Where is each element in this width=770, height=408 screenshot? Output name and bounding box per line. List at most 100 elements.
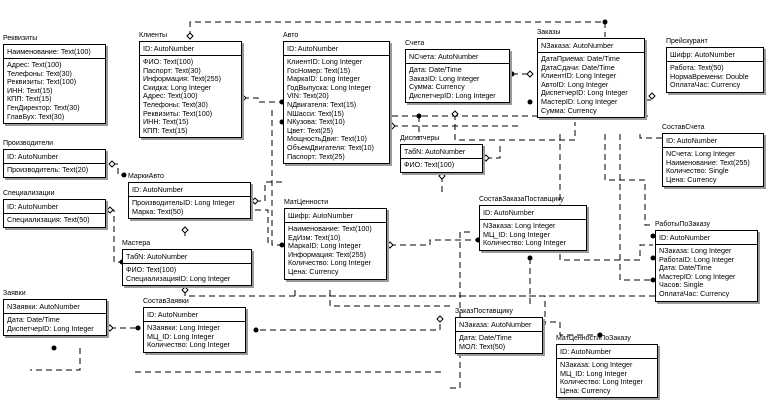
entity-title: МатЦенностиПоЗаказу: [556, 335, 631, 342]
entity-field: Цена: Currency: [560, 385, 611, 395]
relationship-line: [619, 134, 653, 281]
relationship-line: [300, 295, 546, 325]
entity-matcennosti[interactable]: МатЦенности Шифр: AutoNumber Наименовани…: [284, 199, 387, 280]
primary-key-field: ID: AutoNumber: [480, 206, 586, 220]
entity-field: ОплатаЧас: Currency: [670, 80, 741, 90]
primary-key-field: Шифр: AutoNumber: [667, 48, 763, 62]
entity-title: Заказы: [537, 29, 561, 36]
relation-end-one: [526, 70, 534, 78]
primary-key-field: ID: AutoNumber: [4, 200, 105, 214]
entity-field: ФИО: Text(100): [404, 160, 455, 169]
entity-matcennostipozakazu[interactable]: МатЦенностиПоЗаказу ID: AutoNumber NЗака…: [556, 335, 658, 399]
relationship-line: [540, 321, 600, 336]
entity-title: Реквизиты: [3, 35, 38, 42]
entity-field: NЗаказа: Long Integer: [483, 221, 556, 230]
entity-field: NЗаявки: Long Integer: [147, 323, 220, 332]
primary-key-field: ID: AutoNumber: [656, 231, 757, 245]
entity-field: ФИО: Text(100): [143, 57, 194, 66]
entity-zakazy[interactable]: Заказы NЗаказа: AutoNumber ДатаПриема: D…: [537, 29, 645, 119]
relationship-line: [639, 134, 665, 139]
entity-proizvoditeli[interactable]: Производители ID: AutoNumber Производите…: [3, 140, 106, 178]
entity-field: МастерID: Long Integer: [659, 271, 736, 281]
relation-end-many: [527, 255, 533, 261]
entity-title: СоставЗаявки: [143, 298, 189, 305]
entity-field: ДиспетчерID: Long Integer: [541, 88, 628, 98]
relationship-line: [184, 290, 660, 297]
entity-field: Цена: Currency: [666, 174, 717, 184]
entity-field: Сумма: Currency: [541, 105, 597, 115]
relation-end-one: [108, 160, 116, 168]
entity-rekvizity[interactable]: Реквизиты Наименование: Text(100) Адрес:…: [3, 35, 106, 125]
entity-title: РаботыПоЗаказу: [655, 221, 711, 228]
entity-field: Дата: Date/Time: [659, 263, 712, 273]
entity-field: МЦ_ID: Long Integer: [147, 331, 214, 341]
entity-field: Дата: Date/Time: [7, 315, 60, 324]
primary-key-field: NЗаявки: AutoNumber: [4, 300, 106, 314]
entity-field: СпециализацияID: Long Integer: [126, 273, 231, 283]
relation-end-many: [597, 332, 603, 338]
relation-end-many: [253, 327, 259, 333]
entity-title: СоставСчета: [662, 124, 705, 131]
entity-title: Заявки: [3, 290, 26, 297]
relationship-line: [604, 134, 653, 226]
entity-field: АвтоID: Long Integer: [541, 79, 609, 89]
entity-field: Адрес: Text(100): [7, 60, 62, 69]
entity-zakazpost[interactable]: ЗаказПоставщику NЗаказа: AutoNumber Дата…: [455, 308, 543, 355]
relation-end-many: [650, 233, 656, 239]
entity-rabotypozakazu[interactable]: РаботыПоЗаказу ID: AutoNumber NЗаказа: L…: [655, 221, 758, 302]
entity-sostavscheta[interactable]: СоставСчета ID: AutoNumber NСчета: Long …: [662, 124, 764, 188]
entity-dispetchery[interactable]: Диспетчеры ТабN: AutoNumber ФИО: Text(10…: [400, 135, 483, 173]
entity-field: КлиентID: Long Integer: [287, 57, 363, 66]
entity-field: Паспорт: Text(25): [287, 151, 345, 161]
relation-end-many: [650, 255, 656, 261]
relationship-line: [390, 239, 478, 246]
entity-sostavzakazapost[interactable]: СоставЗаказаПоставщику ID: AutoNumber NЗ…: [479, 196, 587, 251]
relation-end-many: [527, 99, 533, 105]
entity-field: МощностьДвиг: Text(10): [287, 134, 367, 144]
relationship-line: [30, 348, 81, 371]
entity-avto[interactable]: Авто ID: AutoNumber КлиентID: Long Integ…: [283, 32, 390, 165]
entity-field: КПП: Text(15): [7, 94, 52, 104]
entity-field: ГлавБух: Text(30): [7, 111, 65, 121]
entity-field: Наименование: Text(255): [666, 157, 750, 167]
primary-key-field: NСчета: AutoNumber: [406, 50, 509, 64]
entity-field: ЕдИзм: Text(10): [288, 232, 341, 242]
relation-end-one: [438, 172, 446, 180]
entity-zayavki[interactable]: Заявки NЗаявки: AutoNumber Дата: Date/Ti…: [3, 290, 107, 337]
entity-klienty[interactable]: Клиенты ID: AutoNumber ФИО: Text(100) Па…: [139, 32, 242, 139]
entity-field: Специализация: Text(50): [7, 215, 90, 224]
entity-field: ЗаказID: Long Integer: [409, 73, 480, 83]
relation-end-one: [106, 206, 114, 214]
entity-field: ОбъемДвигателя: Text(10): [287, 142, 374, 152]
entity-field: ИНН: Text(15): [7, 85, 53, 95]
entity-field: NЗаказа: Long Integer: [560, 360, 633, 369]
entity-specializacii[interactable]: Специализации ID: AutoNumber Специализац…: [3, 190, 106, 228]
entity-preyskurant[interactable]: Прейскурант Шифр: AutoNumber Работа: Tex…: [666, 38, 764, 93]
primary-key-field: ID: AutoNumber: [144, 308, 245, 322]
relation-end-one: [181, 226, 189, 234]
entity-markiavto[interactable]: МаркиАвто ID: AutoNumber ПроизводительID…: [128, 173, 251, 220]
relationship-line: [255, 181, 282, 202]
entity-mastera[interactable]: Мастера ТабN: AutoNumber ФИО: Text(100) …: [122, 240, 252, 287]
entity-sostavzayavki[interactable]: СоставЗаявки ID: AutoNumber NЗаявки: Lon…: [143, 298, 246, 353]
entity-field: NЗаказа: Long Integer: [659, 246, 732, 255]
entity-field: ГенДиректор: Text(30): [7, 102, 80, 112]
entity-field: Количество: Long Integer: [288, 258, 371, 268]
relationship-line: [454, 114, 576, 141]
relation-end-one: [451, 110, 459, 118]
relation-end-many: [121, 172, 127, 178]
entity-field: Цвет: Text(25): [287, 125, 334, 135]
relation-end-many: [416, 113, 422, 119]
entity-field: НормаВремени: Double: [670, 71, 749, 81]
relation-end-one: [181, 286, 189, 294]
primary-key-field: ID: AutoNumber: [284, 42, 389, 56]
primary-key-field: ID: AutoNumber: [557, 345, 657, 359]
entity-scheta[interactable]: Счета NСчета: AutoNumber Дата: Date/Time…: [405, 40, 510, 104]
entity-field: Цена: Currency: [288, 266, 339, 276]
entity-field: МаркаID: Long Integer: [288, 241, 361, 251]
entity-field: Информация: Text(255): [143, 74, 221, 84]
entity-field: КлиентID: Long Integer: [541, 71, 617, 81]
entity-field: МОЛ: Text(50): [459, 341, 506, 351]
relation-end-one: [436, 315, 444, 323]
relation-end-one: [186, 32, 194, 40]
